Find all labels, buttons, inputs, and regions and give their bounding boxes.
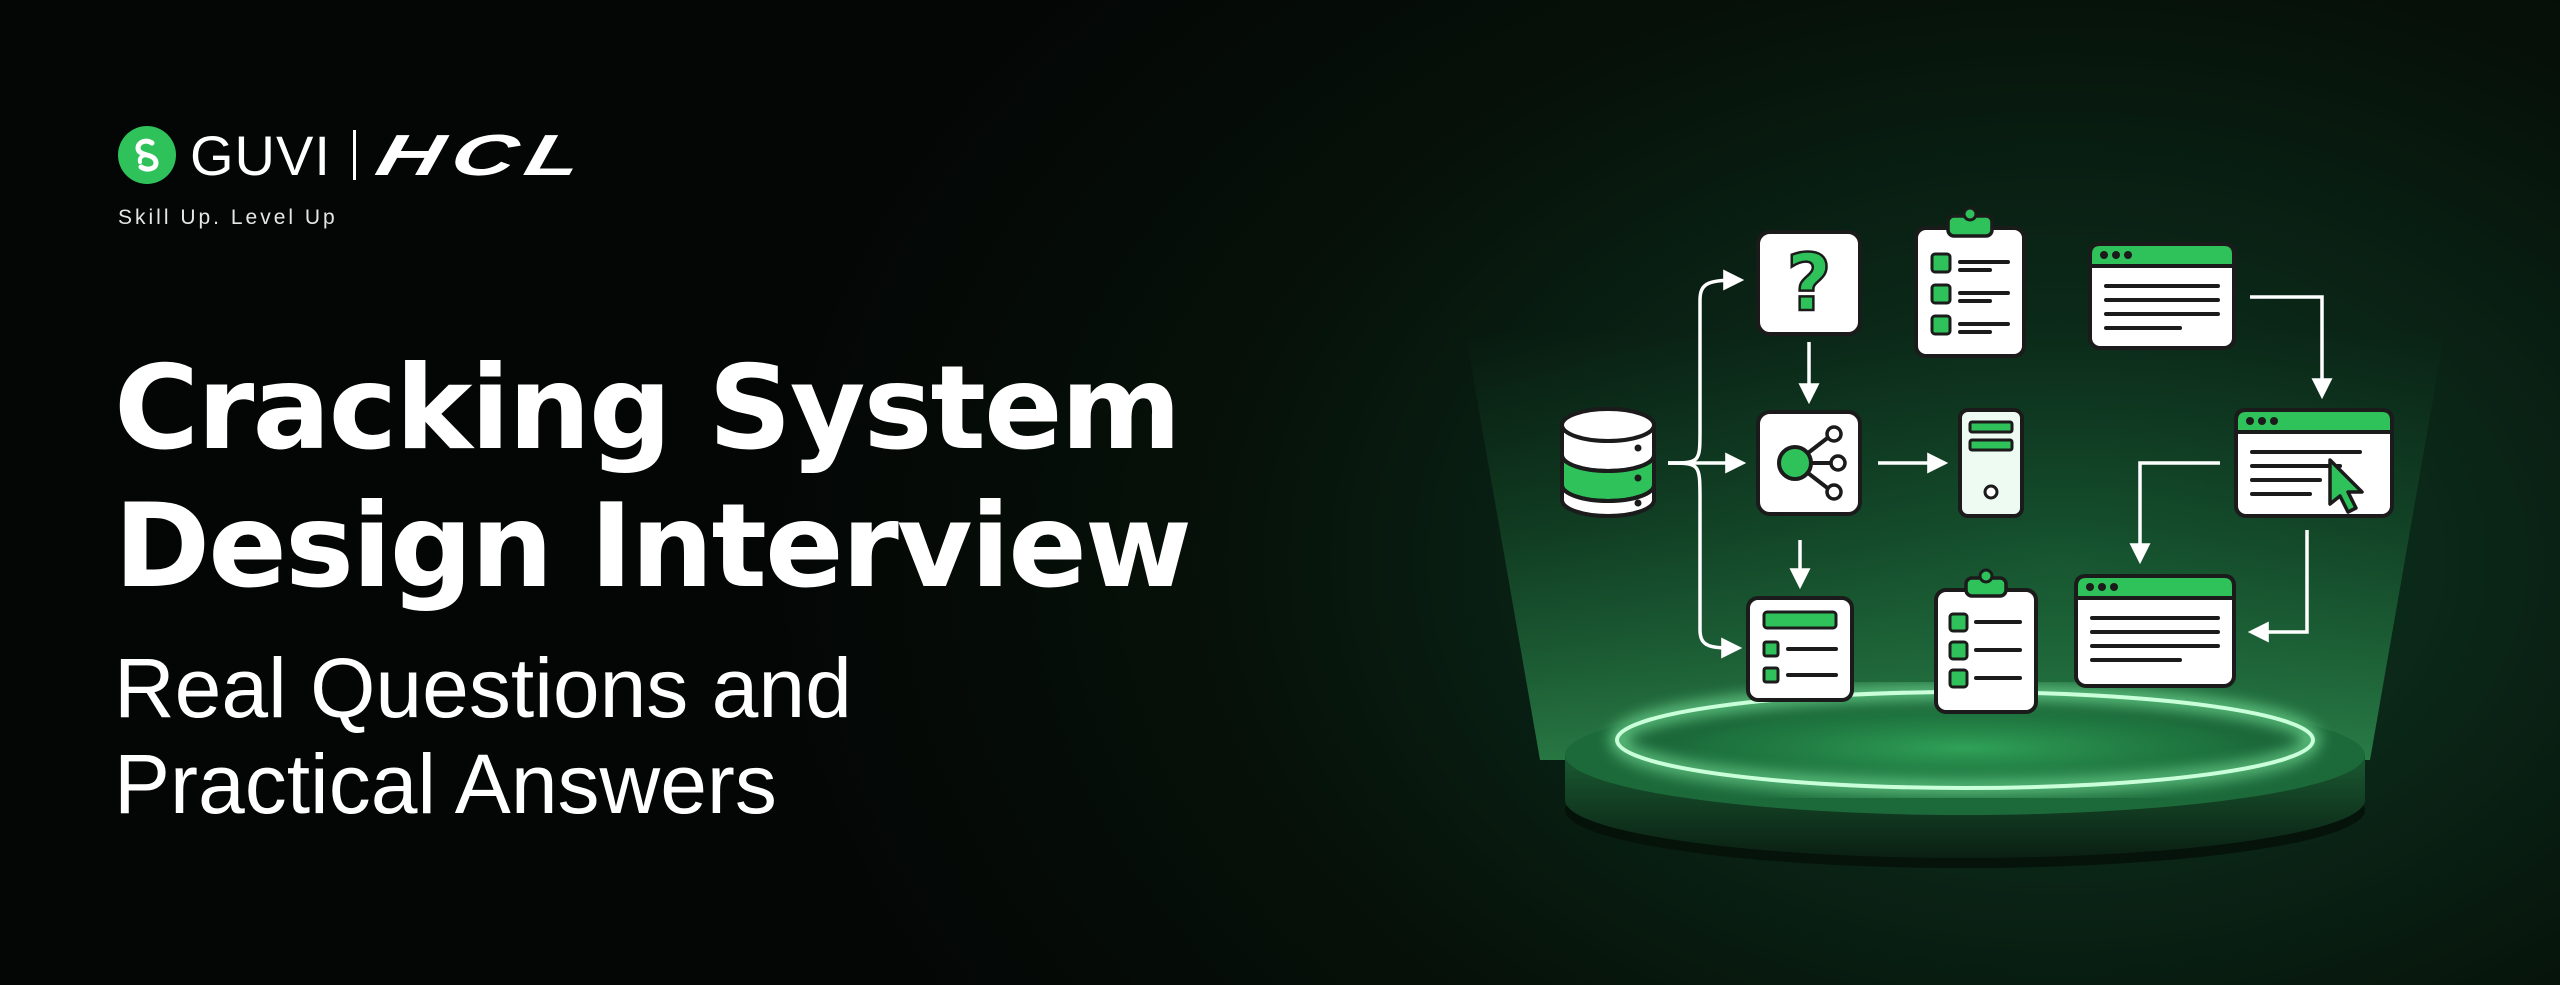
browser-cursor-icon bbox=[2234, 408, 2394, 518]
brand-block: GUVI HCL Skill Up. Level Up bbox=[118, 122, 599, 230]
browser-window-icon bbox=[2074, 574, 2236, 688]
network-node-icon bbox=[1756, 410, 1862, 516]
database-icon bbox=[1560, 407, 1656, 518]
brand-divider bbox=[352, 130, 356, 180]
page-subtitle: Real Questions and Practical Answers bbox=[114, 640, 852, 832]
checklist-clipboard-icon bbox=[1914, 206, 2026, 358]
title-line-1: Cracking System bbox=[114, 341, 1181, 476]
subtitle-line-1: Real Questions and bbox=[114, 641, 852, 735]
guvi-logo-icon bbox=[118, 126, 176, 184]
server-icon bbox=[1958, 408, 2024, 518]
guvi-wordmark: GUVI bbox=[190, 123, 331, 187]
subtitle-line-2: Practical Answers bbox=[114, 737, 777, 831]
guvi-glyph-icon bbox=[135, 138, 159, 172]
question-mark: ? bbox=[1786, 239, 1831, 329]
browser-window-icon bbox=[2088, 242, 2236, 350]
list-card-icon bbox=[1746, 596, 1854, 702]
brand-tagline: Skill Up. Level Up bbox=[118, 206, 338, 229]
glowing-platform bbox=[1565, 687, 2365, 868]
connector-lines bbox=[1667, 269, 2333, 659]
checklist-clipboard-icon bbox=[1934, 568, 2038, 714]
brand-row: GUVI HCL bbox=[118, 122, 599, 188]
title-line-2: Design Interview bbox=[114, 479, 1192, 614]
page-title: Cracking System Design Interview bbox=[114, 340, 1192, 616]
question-card-icon: ? bbox=[1756, 230, 1862, 336]
